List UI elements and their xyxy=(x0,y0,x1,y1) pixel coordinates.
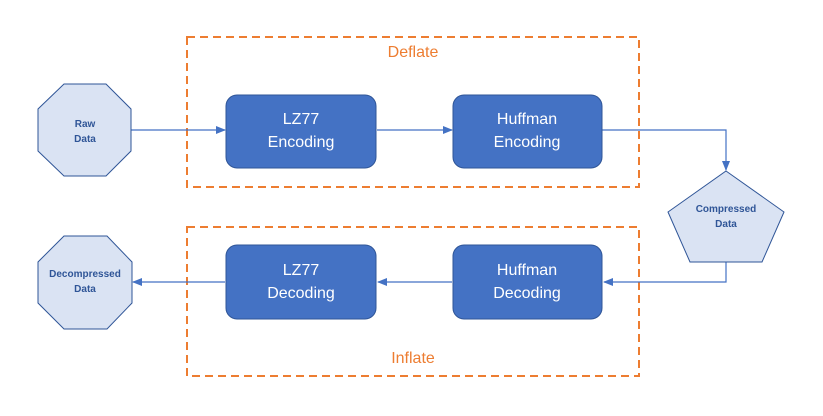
huffman-encoding-box xyxy=(452,94,603,169)
inflate-group-label: Inflate xyxy=(391,350,435,367)
compressed-data-node: Compressed Data xyxy=(667,170,785,263)
compressed-data-label-line1: Compressed xyxy=(696,204,757,215)
huffman-encoding-node: Huffman Encoding xyxy=(452,94,603,169)
raw-data-node: Raw Data xyxy=(37,83,132,177)
lz77-decoding-label-line1: LZ77 xyxy=(283,262,320,279)
arrow-compressed-to-huffman-decoding xyxy=(603,262,727,286)
raw-data-label-line1: Raw xyxy=(75,119,96,130)
huffman-decoding-label-line1: Huffman xyxy=(497,262,557,279)
huffman-decoding-label-line2: Decoding xyxy=(493,285,561,302)
huffman-encoding-label-line1: Huffman xyxy=(497,111,557,128)
huffman-decoding-node: Huffman Decoding xyxy=(452,244,603,320)
compressed-data-label-line2: Data xyxy=(715,219,737,230)
decompressed-data-octagon xyxy=(37,235,133,330)
lz77-decoding-box xyxy=(225,244,377,320)
lz77-encoding-label-line2: Encoding xyxy=(268,134,335,151)
decompressed-data-node: Decompressed Data xyxy=(37,235,133,330)
raw-data-label-line2: Data xyxy=(74,134,96,145)
lz77-encoding-node: LZ77 Encoding xyxy=(225,94,377,169)
lz77-encoding-box xyxy=(225,94,377,169)
huffman-encoding-label-line2: Encoding xyxy=(494,134,561,151)
arrow-huffman-to-compressed xyxy=(602,129,730,171)
lz77-decoding-label-line2: Decoding xyxy=(267,285,335,302)
decompressed-data-label-line1: Decompressed xyxy=(49,269,121,280)
huffman-decoding-box xyxy=(452,244,603,320)
compressed-data-pentagon xyxy=(667,170,785,263)
decompressed-data-label-line2: Data xyxy=(74,284,96,295)
lz77-decoding-node: LZ77 Decoding xyxy=(225,244,377,320)
deflate-group-border xyxy=(186,36,640,188)
raw-data-octagon xyxy=(37,83,132,177)
lz77-encoding-label-line1: LZ77 xyxy=(283,111,320,128)
deflate-group-label: Deflate xyxy=(388,44,439,61)
inflate-group-border xyxy=(186,226,640,377)
